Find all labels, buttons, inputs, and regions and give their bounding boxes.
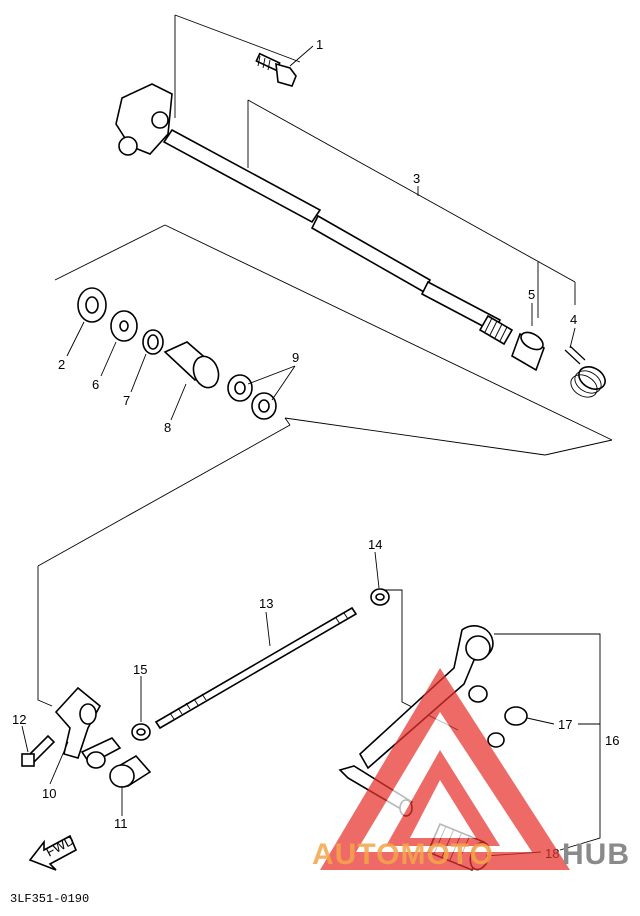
part-15-nut: [131, 723, 151, 741]
part-1-bolt: [255, 52, 297, 87]
callout-8: 8: [164, 420, 171, 435]
callout-3: 3: [413, 171, 420, 186]
callout-12: 12: [12, 712, 26, 727]
part-12-bolt: [21, 734, 56, 767]
part-11-joint: [109, 754, 152, 788]
callout-10: 10: [42, 786, 56, 801]
callout-11: 11: [114, 816, 128, 831]
callout-14: 14: [368, 537, 382, 552]
callout-16: 16: [605, 733, 619, 748]
part-5-collar: [511, 331, 545, 372]
diagram-code: 3LF351-0190: [10, 892, 89, 906]
upper-leader-lines: [66, 45, 576, 421]
callout-9: 9: [292, 350, 299, 365]
callout-5: 5: [528, 287, 535, 302]
callout-1: 1: [316, 37, 323, 52]
callout-13: 13: [259, 596, 273, 611]
callout-6: 6: [92, 377, 99, 392]
upper-frame-lines: [54, 14, 613, 456]
part-13-shift-rod: [154, 606, 358, 730]
part-6-washer: [110, 310, 138, 342]
part-3-shift-shaft: [115, 83, 514, 346]
callout-15: 15: [133, 662, 147, 677]
watermark-brand-left: AUTOMOTO: [312, 838, 494, 871]
callout-7: 7: [123, 393, 130, 408]
part-17-joint: [468, 685, 528, 748]
callout-2: 2: [58, 357, 65, 372]
watermark-logo: [320, 668, 570, 870]
part-8-bushing: [163, 341, 220, 389]
part-7-circlip: [142, 329, 164, 355]
part-10-shift-arm: [54, 686, 122, 769]
callout-4: 4: [570, 312, 577, 327]
callout-17: 17: [558, 717, 572, 732]
part-14-nut: [370, 588, 390, 606]
part-2-seal: [77, 287, 107, 323]
part-9-collars: [227, 374, 277, 420]
fwd-arrow-icon: [28, 834, 78, 871]
part-4-spring: [564, 345, 606, 398]
watermark-brand-right: HUB: [562, 838, 630, 871]
